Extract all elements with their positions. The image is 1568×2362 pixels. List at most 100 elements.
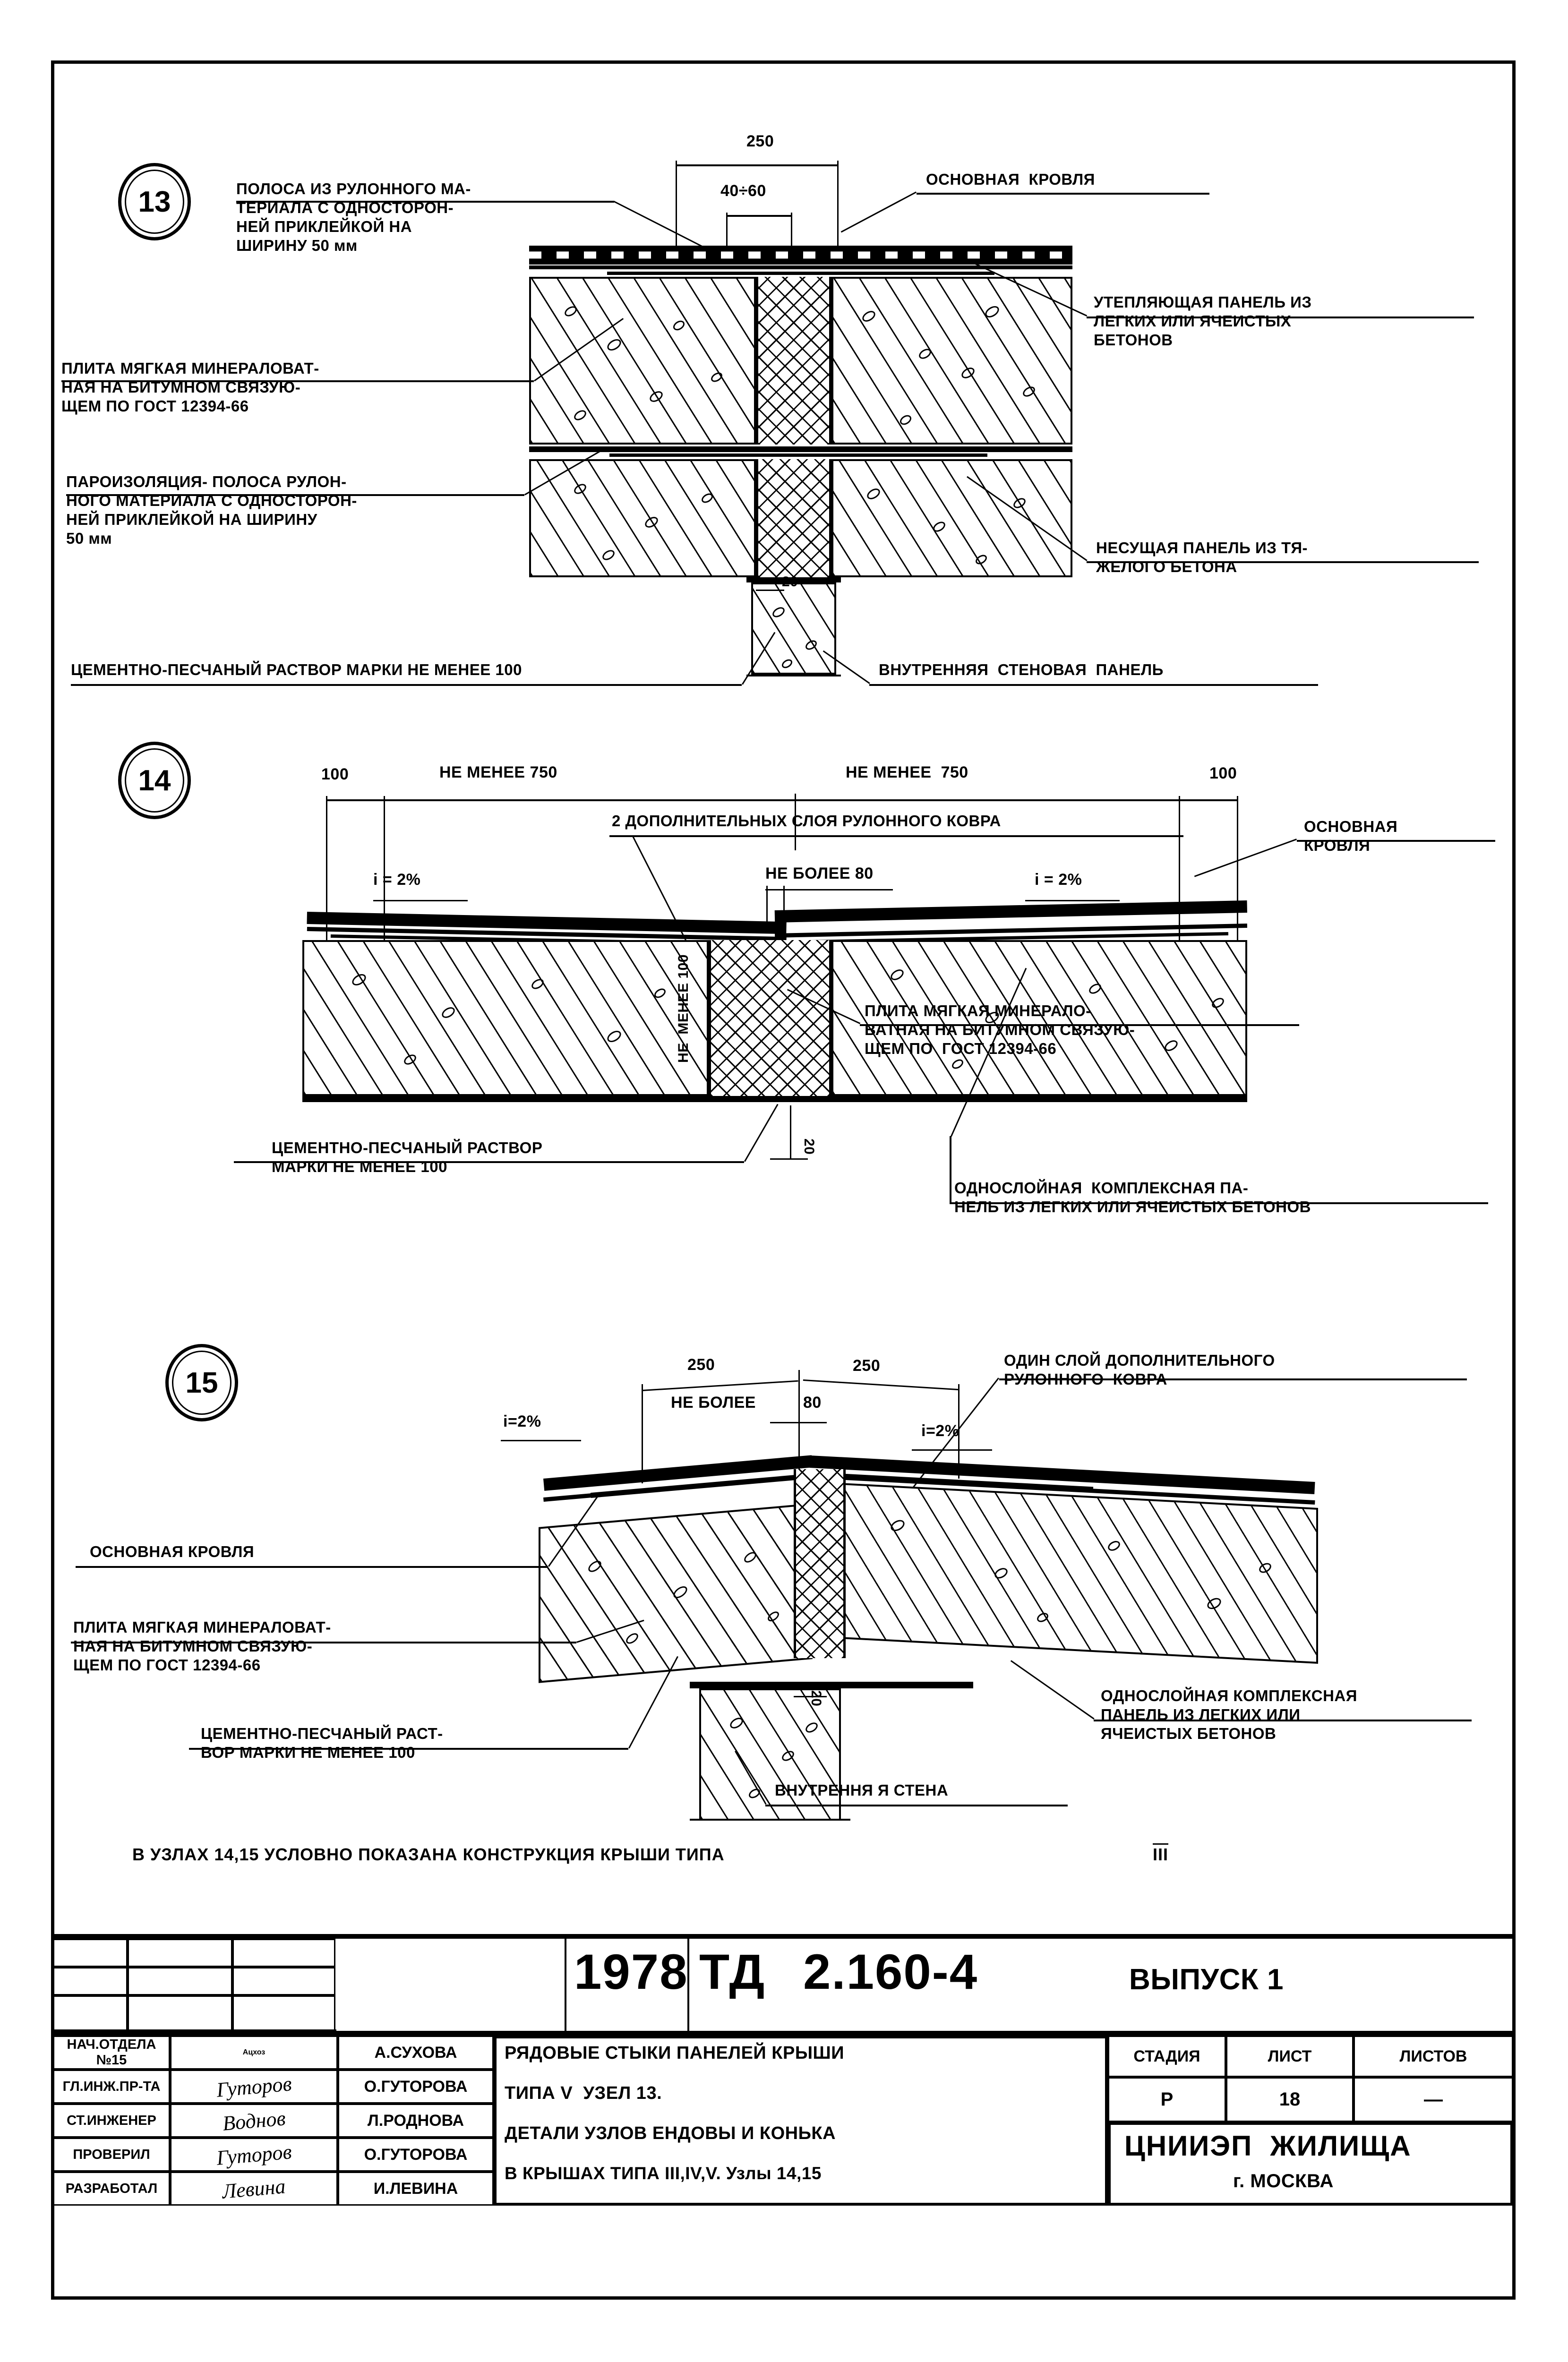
dim-line-250-13	[676, 164, 839, 166]
slope-left-15: i=2%	[503, 1412, 541, 1430]
bearing-panel-left-13	[529, 459, 756, 577]
dim-ext-250-left-13	[676, 161, 677, 246]
role-name-3: О.ГУТОРОВА	[338, 2138, 494, 2172]
dim-ext-20-14	[790, 1105, 791, 1160]
revision-cell	[232, 1939, 335, 1967]
aggregate-specks	[531, 461, 754, 575]
sheets-header: ЛИСТОВ	[1354, 2036, 1513, 2077]
aggregate-specks	[753, 584, 834, 673]
sheet-border	[51, 60, 1516, 2300]
role-label-0: НАЧ.ОТДЕЛА №15	[53, 2036, 170, 2070]
complex-panel-right-14	[831, 940, 1247, 1096]
leader-underline-15-mortar	[189, 1748, 628, 1750]
inner-wall-15	[699, 1688, 841, 1821]
leader-underline-13-wool	[61, 380, 534, 382]
dim-750-left-14: НЕ МЕНЕЕ 750	[439, 763, 557, 781]
slope-arrow-left-15	[501, 1440, 581, 1441]
label-one-extra-layer-15: ОДИН СЛОЙ ДОПОЛНИТЕЛЬНОГО РУЛОННОГО КОВР…	[1004, 1352, 1275, 1388]
signature-glyph: Воднов	[221, 2106, 287, 2135]
dim-100-left-14: 100	[321, 765, 349, 783]
dim-ext-14-c	[795, 794, 796, 850]
sheets-value: —	[1354, 2077, 1513, 2122]
dim-20-13: 20	[782, 574, 798, 590]
label-main-roof-14: ОСНОВНАЯ КРОВЛЯ	[1304, 818, 1398, 854]
dim-ext-80-left-14	[766, 886, 768, 931]
label-strip-roll-material-13: ПОЛОСА ИЗ РУЛОННОГО МА- ТЕРИАЛА С ОДНОСТ…	[236, 180, 471, 254]
leader-underline-15-roof	[76, 1566, 548, 1568]
detail-bubble-15: 15	[165, 1344, 238, 1421]
titleblock-code-sep2	[687, 1939, 689, 2031]
dim-not-less-100-vert-14: НЕ МЕНЕЕ 100	[676, 954, 691, 1063]
title-line-3: В КРЫШАХ ТИПА III,IV,V. Узлы 14,15	[505, 2164, 822, 2183]
slope-left-14: i = 2%	[373, 871, 421, 889]
titleblock-title-box	[494, 2036, 1108, 2206]
aggregate-specks	[833, 1484, 1316, 1662]
role-signature-2: Воднов	[170, 2104, 338, 2138]
role-name-2: Л.РОДНОВА	[338, 2104, 494, 2138]
leader-underline-13-wall	[869, 684, 1318, 686]
joint-mortar-key-13	[756, 277, 831, 445]
aggregate-specks	[540, 1505, 811, 1681]
dim-40-60-13: 40÷60	[720, 182, 766, 200]
role-name-1: О.ГУТОРОВА	[338, 2070, 494, 2104]
dim-20-14: 20	[801, 1138, 817, 1155]
wall-top-band-13	[746, 577, 841, 582]
label-inner-wall-panel-13: ВНУТРЕННЯЯ СТЕНОВАЯ ПАНЕЛЬ	[879, 661, 1164, 678]
leader-underline-14-mortar	[234, 1161, 744, 1163]
panel-bottom-band-14	[302, 1096, 1247, 1102]
revision-cell	[128, 1967, 232, 1995]
dim-ext-250-l-15	[642, 1384, 643, 1483]
wall-break-line-13	[746, 675, 841, 676]
revision-cell	[232, 1967, 335, 1995]
label-vapour-barrier-13: ПАРОИЗОЛЯЦИЯ- ПОЛОСА РУЛОН- НОГО МАТЕРИА…	[66, 473, 357, 547]
organization-name: ЦНИИЭП ЖИЛИЩА	[1124, 2130, 1412, 2162]
label-two-extra-layers-14: 2 ДОПОЛНИТЕЛЬНЫХ СЛОЯ РУЛОННОГО КОВРА	[612, 812, 1001, 830]
dim-ext-14-b	[384, 796, 385, 976]
leader-underline-14-cpanel	[950, 1202, 1488, 1204]
label-insulating-panel-13: УТЕПЛЯЮЩАЯ ПАНЕЛЬ ИЗ ЛЕГКИХ ИЛИ ЯЧЕИСТЫХ…	[1094, 293, 1312, 349]
sheet-header: ЛИСТ	[1226, 2036, 1354, 2077]
complex-panel-right-15	[831, 1482, 1318, 1664]
aggregate-specks	[833, 461, 1071, 575]
complex-panel-left-15	[539, 1503, 813, 1683]
leader-underline-14-extra	[609, 835, 1183, 837]
slope-arrow-right-14	[1025, 900, 1120, 901]
leader-underline-15-cpanel	[1094, 1720, 1472, 1721]
roof-underlayer-13	[529, 265, 1072, 269]
organization-box	[1108, 2122, 1513, 2206]
detail-bubble-13-label: 13	[138, 185, 171, 218]
revision-cell	[53, 1939, 128, 1967]
revision-cell	[53, 1967, 128, 1995]
label-mineral-wool-15: ПЛИТА МЯГКАЯ МИНЕРАЛОВАТ- НАЯ НА БИТУМНО…	[73, 1618, 331, 1674]
titleblock-code-sep	[565, 1939, 566, 2031]
vapour-barrier-strip-13	[609, 454, 987, 457]
dim-80-15: 80	[803, 1394, 822, 1412]
detail-bubble-15-label: 15	[185, 1366, 218, 1399]
detail-bubble-14: 14	[118, 742, 191, 819]
dim-not-more-80-14: НЕ БОЛЕЕ 80	[765, 864, 874, 882]
inner-wall-panel-13	[751, 582, 836, 675]
label-mineral-wool-14: ПЛИТА МЯГКАЯ МИНЕРАЛО- ВАТНАЯ НА БИТУМНО…	[865, 1002, 1135, 1057]
dim-100-right-14: 100	[1209, 764, 1237, 782]
sheet-bottom-note-roman: III	[1153, 1845, 1169, 1864]
titleblock-mid-rule	[53, 2031, 1514, 2036]
label-complex-panel-15: ОДНОСЛОЙНАЯ КОМПЛЕКСНАЯ ПАНЕЛЬ ИЗ ЛЕГКИХ…	[1101, 1687, 1357, 1742]
insulating-panel-left-13	[529, 277, 756, 445]
vapour-barrier-band-13	[529, 446, 1072, 452]
slope-right-15: i=2%	[921, 1422, 960, 1440]
dim-250-right-15: 250	[853, 1357, 881, 1375]
revision-cell	[53, 1995, 128, 2031]
leader-underline-13-ins	[1087, 317, 1474, 318]
leader-line-14-cpanel	[950, 1136, 951, 1203]
wall-break-line-15	[690, 1819, 850, 1821]
dim-250-left-15: 250	[687, 1356, 715, 1374]
dim-ext-80-right-14	[783, 886, 785, 931]
title-line-1: ТИПА V УЗЕЛ 13.	[505, 2083, 662, 2103]
slope-right-14: i = 2%	[1035, 871, 1082, 889]
joint-mortar-key-14	[709, 940, 831, 1096]
label-mineral-wool-13: ПЛИТА МЯГКАЯ МИНЕРАЛОВАТ- НАЯ НА БИТУМНО…	[61, 359, 319, 415]
dim-line-main-14	[326, 799, 1238, 801]
signature-glyph: Левина	[221, 2174, 287, 2203]
slope-arrow-left-14	[373, 900, 468, 901]
roof-carpet-13	[529, 246, 1072, 265]
